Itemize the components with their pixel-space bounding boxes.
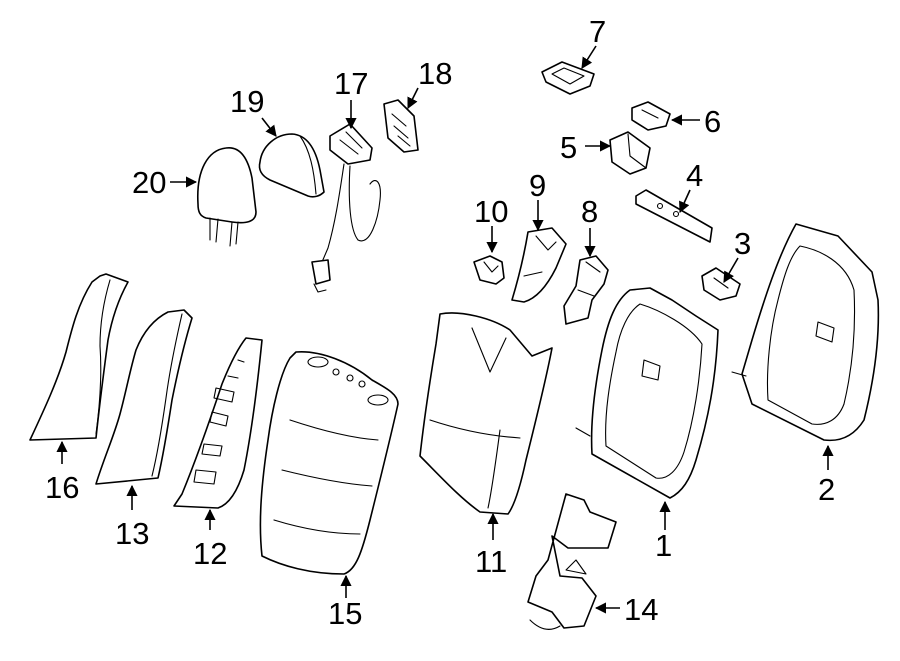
part-19-headrest-cover [258, 133, 325, 198]
callout-5: 5 [560, 130, 577, 165]
part-7-cover [541, 61, 595, 95]
leader-arrows [56, 45, 834, 614]
part-13-side-trim [95, 309, 193, 485]
part-18-bracket [383, 99, 419, 153]
callout-13: 13 [115, 516, 149, 551]
arrow-4 [679, 189, 691, 214]
callout-9: 9 [529, 168, 546, 203]
callout-7: 7 [589, 14, 606, 49]
part-4-rail [635, 189, 713, 243]
part-9-bracket [511, 227, 567, 303]
part-3-clip [701, 267, 741, 301]
arrow-18 [407, 87, 419, 110]
part-1-backrest-frame [575, 287, 719, 499]
callout-8: 8 [581, 194, 598, 229]
callout-2: 2 [818, 472, 835, 507]
callout-3: 3 [734, 226, 751, 261]
callout-16: 16 [45, 470, 79, 505]
part-11-backrest-pad [419, 312, 553, 515]
part-15-backrest-cushion [259, 351, 399, 575]
callout-12: 12 [193, 536, 227, 571]
callout-1: 1 [655, 528, 672, 563]
part-6-cover [631, 101, 671, 131]
callout-20: 20 [132, 165, 166, 200]
part-14-seat-pad [527, 493, 617, 630]
part-16-trim-panel [29, 273, 129, 441]
callout-19: 19 [230, 84, 264, 119]
callout-18: 18 [418, 56, 452, 91]
callout-17: 17 [334, 66, 368, 101]
callout-11: 11 [475, 544, 507, 579]
callout-10: 10 [474, 194, 508, 229]
part-10-latch [473, 255, 505, 285]
part-5-bracket [609, 131, 651, 175]
part-20-headrest [197, 147, 257, 247]
callout-labels: 1 2 3 4 5 6 7 8 9 10 11 12 13 14 15 16 1… [45, 14, 835, 631]
callout-14: 14 [624, 592, 658, 627]
callout-6: 6 [704, 104, 721, 139]
callout-15: 15 [328, 596, 362, 631]
part-17-wiring-harness [311, 123, 381, 293]
arrow-7 [581, 45, 597, 69]
arrow-3 [723, 257, 739, 283]
part-8-latch-assembly [563, 255, 609, 325]
part-12-side-bracket [173, 337, 263, 509]
part-2-seat-back-frame [731, 223, 880, 442]
callout-4: 4 [686, 158, 703, 193]
arrow-19 [261, 117, 277, 137]
